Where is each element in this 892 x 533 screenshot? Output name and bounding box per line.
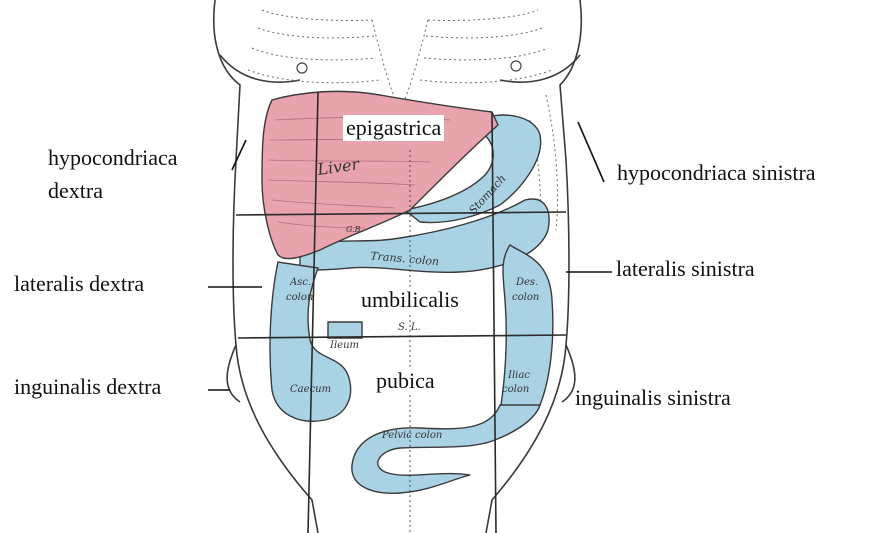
asc-colon-label-2: colon	[286, 292, 313, 303]
ileum-label: Ileum	[329, 340, 359, 351]
asc-colon-label-1: Asc.	[289, 277, 311, 288]
caecum-label: Caecum	[290, 384, 331, 395]
label-inguinalis-sinistra: inguinalis sinistra	[575, 385, 731, 411]
label-epigastrica: epigastrica	[343, 115, 444, 141]
label-hypocondriaca-dextra-line1: hypocondriaca	[48, 145, 178, 171]
pelvic-colon-label: Pelvic colon	[381, 430, 442, 441]
des-colon-label-2: colon	[512, 292, 539, 303]
label-umbilicalis: umbilicalis	[358, 287, 462, 313]
iliac-colon-label-2: colon	[502, 384, 529, 395]
gb-label: G.B.	[346, 225, 363, 234]
label-lateralis-dextra: lateralis dextra	[14, 271, 144, 297]
iliac-colon-label-1: Iliac	[507, 370, 530, 381]
sl-label: S. L.	[398, 322, 421, 333]
label-lateralis-sinistra: lateralis sinistra	[616, 256, 755, 282]
label-hypocondriaca-sinistra: hypocondriaca sinistra	[617, 160, 816, 186]
des-colon-label-1: Des.	[515, 277, 538, 288]
label-inguinalis-dextra: inguinalis dextra	[14, 374, 161, 400]
label-pubica: pubica	[373, 368, 438, 394]
nipples	[297, 61, 521, 73]
label-hypocondriaca-dextra-line2: dextra	[48, 178, 103, 204]
